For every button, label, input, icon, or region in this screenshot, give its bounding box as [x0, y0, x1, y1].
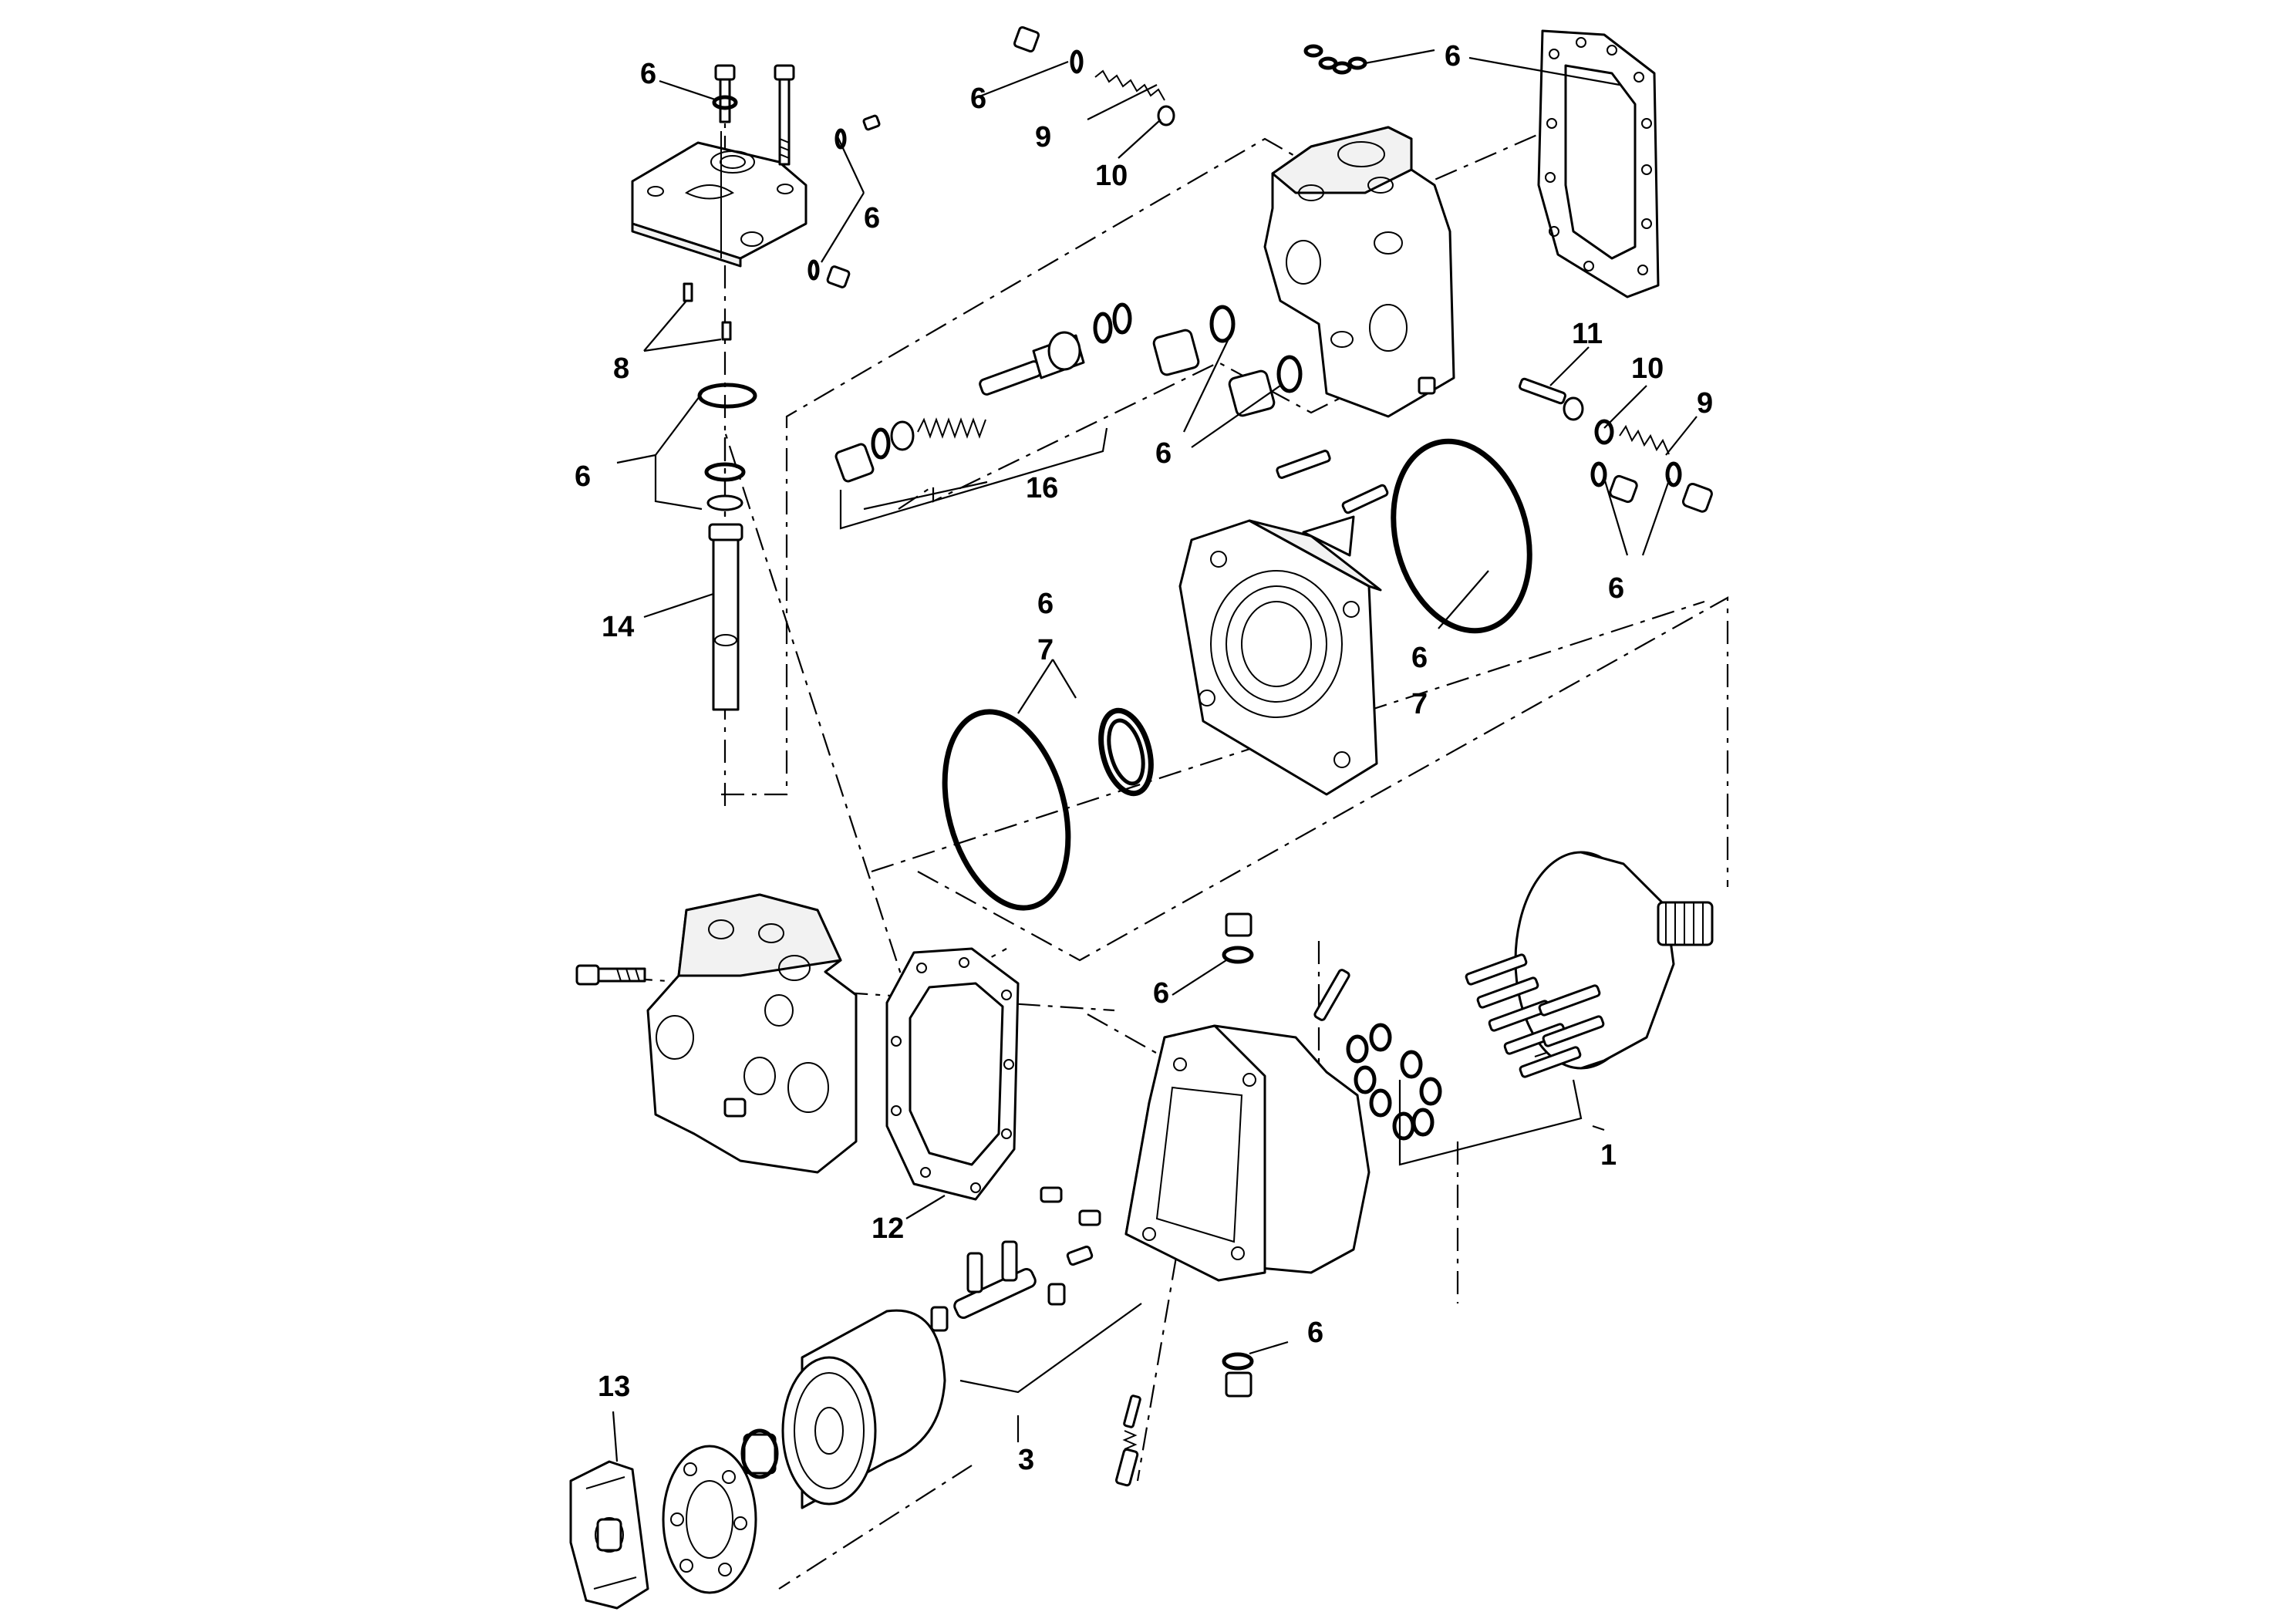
- callout-14: 14: [602, 611, 634, 643]
- callout-1: 1: [1600, 1139, 1617, 1172]
- spool-assembly: [834, 302, 1132, 483]
- callout-9: 9: [1697, 387, 1713, 420]
- motor-housing: [1124, 912, 1371, 1398]
- large-o-rings: [942, 438, 1532, 911]
- callout-11: 11: [1572, 318, 1603, 350]
- centering-pin-set: [930, 1186, 1101, 1332]
- housing-small-rings: [1303, 44, 1367, 75]
- cover-screws: [683, 64, 881, 341]
- callout-labels: 6 6 9 10 6 6 8 11 10 9 6 6 16 14 6 6 7 6…: [575, 40, 1713, 1476]
- callout-6: 6: [1037, 588, 1054, 620]
- gasket-12: [885, 947, 1020, 1201]
- callout-6: 6: [970, 83, 986, 115]
- callout-16: 16: [1026, 472, 1058, 504]
- valve-plate: [569, 1460, 649, 1610]
- callout-8: 8: [613, 352, 629, 385]
- callout-12: 12: [872, 1212, 904, 1245]
- valve-spring-set-top: [1013, 25, 1175, 126]
- control-block: [646, 893, 858, 1174]
- pin-14: [697, 383, 757, 711]
- small-o-rings: [1346, 1023, 1442, 1141]
- plugs-middle: [1152, 305, 1331, 479]
- callout-6: 6: [864, 202, 880, 234]
- retaining-plate: [662, 1445, 757, 1594]
- cylinder-barrel: [740, 1309, 946, 1509]
- callout-7: 7: [1411, 688, 1428, 720]
- callout-10: 10: [1095, 160, 1128, 192]
- callout-10: 10: [1631, 352, 1664, 385]
- callout-6: 6: [1155, 437, 1172, 470]
- callout-9: 9: [1035, 121, 1051, 153]
- callout-13: 13: [598, 1371, 630, 1403]
- valve-housing: [1263, 126, 1455, 418]
- leader-lines: [612, 49, 1698, 1462]
- callout-7: 7: [1037, 634, 1054, 666]
- assembly-centerlines: [585, 87, 1729, 1590]
- callout-6: 6: [640, 58, 656, 90]
- bottom-spring-pin: [1115, 1394, 1141, 1487]
- callout-3: 3: [1018, 1444, 1034, 1476]
- control-cover: [631, 131, 807, 268]
- callout-6: 6: [1445, 40, 1461, 73]
- valve-set-right: [1519, 377, 1713, 513]
- callout-6: 6: [575, 460, 591, 493]
- port-flange: [1178, 484, 1389, 796]
- long-bolt: [575, 964, 646, 986]
- callout-6: 6: [1307, 1317, 1323, 1349]
- callout-6: 6: [1411, 642, 1428, 674]
- callout-6: 6: [1153, 977, 1169, 1010]
- rotary-group: [1465, 851, 1714, 1078]
- callout-6: 6: [1608, 572, 1624, 605]
- gasket-top: [1537, 29, 1660, 298]
